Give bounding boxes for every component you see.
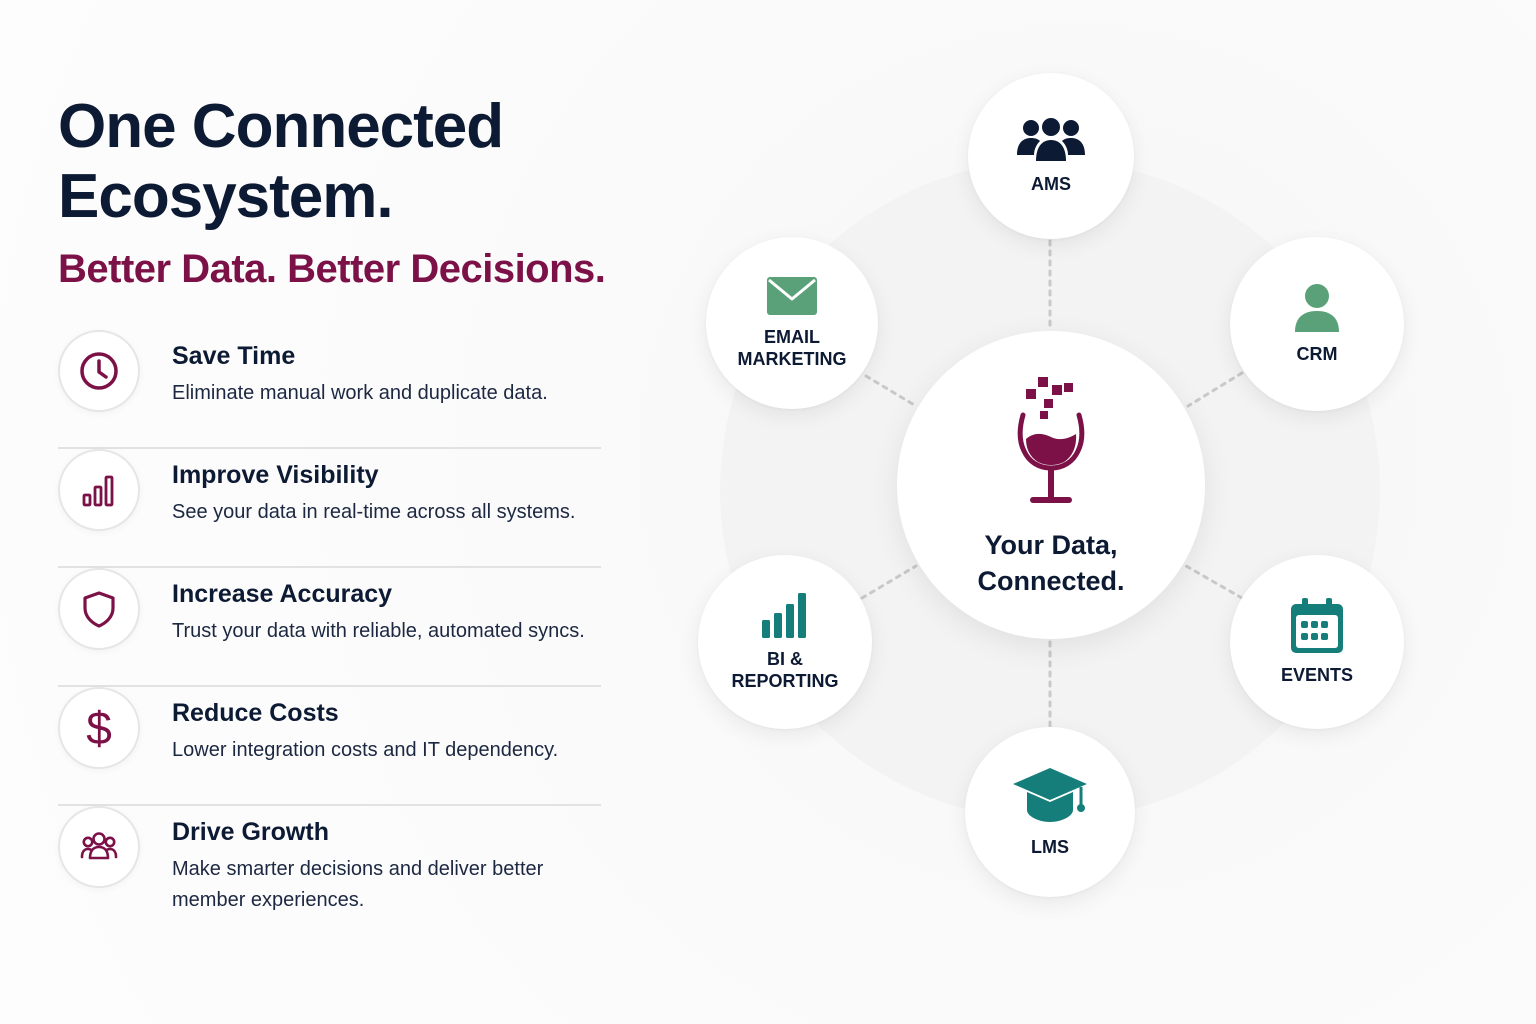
benefit-title: Increase Accuracy [172,580,393,608]
benefit-drive-growth: Drive Growth Make smarter decisions and … [58,806,601,923]
wine-glass-icon [1017,377,1085,503]
bar-chart-icon [58,449,140,531]
envelope-icon [767,277,817,315]
connector-events [1184,564,1244,600]
hub-label: Your Data, Connected. [977,530,1125,596]
connector-bi [860,564,918,600]
left-column: One Connected Ecosystem. Better Data. Be… [58,92,658,911]
node-lms: LMS [965,727,1135,897]
benefit-description: Make smarter decisions and deliver bette… [172,858,544,911]
benefit-save-time: Save Time Eliminate manual work and dupl… [58,330,601,449]
page-title: One Connected Ecosystem. [58,92,658,232]
benefit-title: Reduce Costs [172,699,339,727]
node-ams: AMS [968,73,1134,239]
benefit-title: Save Time [172,342,296,370]
title-line-1: One Connected [58,92,504,161]
dollar-glyph: $ [86,702,112,754]
dollar-icon: $ [58,687,140,769]
benefit-reduce-costs: $ Reduce Costs Lower integration costs a… [58,687,601,806]
calendar-icon [1291,598,1343,653]
group-icon [1017,118,1085,161]
shield-icon [58,568,140,650]
person-icon [1295,284,1339,332]
node-crm: CRM [1230,237,1404,411]
node-label: BI & REPORTING [731,649,839,691]
benefits-list: Save Time Eliminate manual work and dupl… [58,330,601,923]
benefit-title: Improve Visibility [172,461,379,489]
people-icon [58,806,140,888]
benefit-description: Eliminate manual work and duplicate data… [172,382,548,404]
benefit-title: Drive Growth [172,818,329,846]
node-label: LMS [1031,837,1069,857]
connector-lines [860,239,1244,730]
ecosystem-diagram: AMS EMAIL MARKETING CRM [680,60,1440,940]
page-subtitle: Better Data. Better Decisions. [58,247,606,291]
node-bi-reporting: BI & REPORTING [698,555,872,729]
benefit-description: See your data in real-time across all sy… [172,501,576,523]
benefit-description: Trust your data with reliable, automated… [172,620,585,642]
node-events: EVENTS [1230,555,1404,729]
node-email-marketing: EMAIL MARKETING [706,237,878,409]
node-label: EVENTS [1280,665,1354,685]
node-label: AMS [1031,174,1071,194]
connector-crm [1186,371,1244,408]
title-line-2: Ecosystem. [58,162,394,231]
bar-chart-icon [762,593,806,638]
graduation-cap-icon [1013,768,1087,822]
node-label: CRM [1296,344,1338,364]
benefit-description: Lower integration costs and IT dependenc… [172,739,559,761]
hub-your-data: Your Data, Connected. [897,331,1205,639]
benefit-improve-visibility: Improve Visibility See your data in real… [58,449,601,568]
clock-icon [58,330,140,412]
connector-email [864,374,918,408]
benefit-increase-accuracy: Increase Accuracy Trust your data with r… [58,568,601,687]
node-label: EMAIL MARKETING [737,327,847,369]
